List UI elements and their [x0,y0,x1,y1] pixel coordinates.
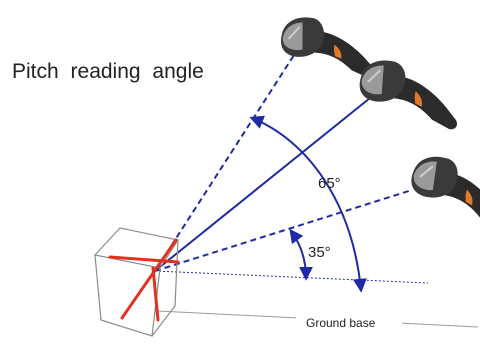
laser-cross [108,238,180,322]
angle-arc-65 [249,115,367,293]
angle-label-65: 65° [318,175,341,192]
horizontal-reference-line [154,270,429,284]
angle-label-35: 35° [308,244,331,261]
angle-arc-35 [289,228,313,281]
scan-line-shallow-dashed [154,189,413,272]
ground-base-label: Ground base [306,316,376,330]
package-box-icon [93,227,179,337]
barcode-scanner-icon [408,151,480,237]
scan-line-steep-dashed [154,51,297,272]
ground-base-label-bg [296,312,402,332]
diagram-title: Pitch reading angle [12,60,204,83]
barcode-scanner-icon [355,50,459,143]
